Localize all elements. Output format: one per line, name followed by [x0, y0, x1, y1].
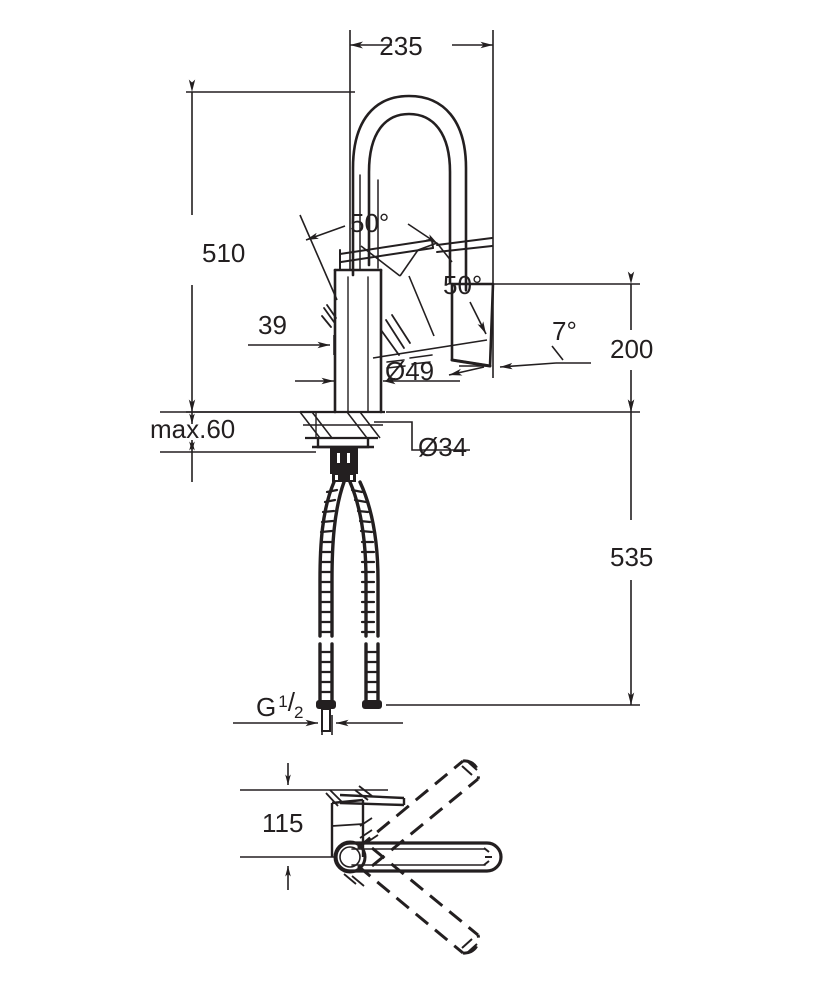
shank-connector-block — [330, 447, 358, 482]
angle-label-50-lower: 50° — [443, 270, 482, 300]
dimension-label-diameter-34: Ø34 — [418, 432, 467, 462]
dimension-label-510: 510 — [202, 238, 245, 268]
plan-swing-position-upper — [357, 759, 481, 868]
angle-label-7: 7° — [552, 316, 577, 346]
dimension-label-diameter-49: Ø49 — [385, 356, 434, 386]
dimension-115 — [240, 763, 388, 890]
dimension-max-60 — [160, 411, 316, 482]
plan-swing-lower-nose — [461, 938, 478, 954]
hose-end-fittings — [316, 700, 382, 732]
dimension-label-39: 39 — [258, 310, 287, 340]
dimension-235 — [349, 30, 494, 300]
plan-spray-head-nose — [483, 847, 492, 866]
dimension-label-235: 235 — [379, 31, 422, 61]
flexible-supply-hoses — [318, 480, 380, 702]
angle-label-50-upper: 50° — [350, 208, 389, 238]
dimension-200 — [386, 271, 640, 413]
dimension-label-535: 535 — [610, 542, 653, 572]
angle-50-upper — [299, 214, 453, 301]
dimension-g-half — [233, 715, 403, 735]
plan-swing-position-lower — [357, 846, 481, 955]
plan-handle-block — [325, 785, 406, 857]
deck-mounting-detail — [299, 410, 385, 449]
dimension-535 — [386, 399, 640, 706]
plan-swing-upper-nose — [461, 760, 478, 776]
angle-7-degrees — [448, 300, 591, 378]
dimension-label-115: 115 — [262, 808, 303, 838]
dimension-diameter-34 — [374, 421, 470, 451]
plan-pivot-hatch — [343, 829, 379, 887]
dimension-label-200: 200 — [610, 334, 653, 364]
dimension-39 — [248, 335, 335, 355]
angle-50-lower — [372, 275, 488, 359]
dimension-label-max-60: max.60 — [150, 414, 235, 444]
